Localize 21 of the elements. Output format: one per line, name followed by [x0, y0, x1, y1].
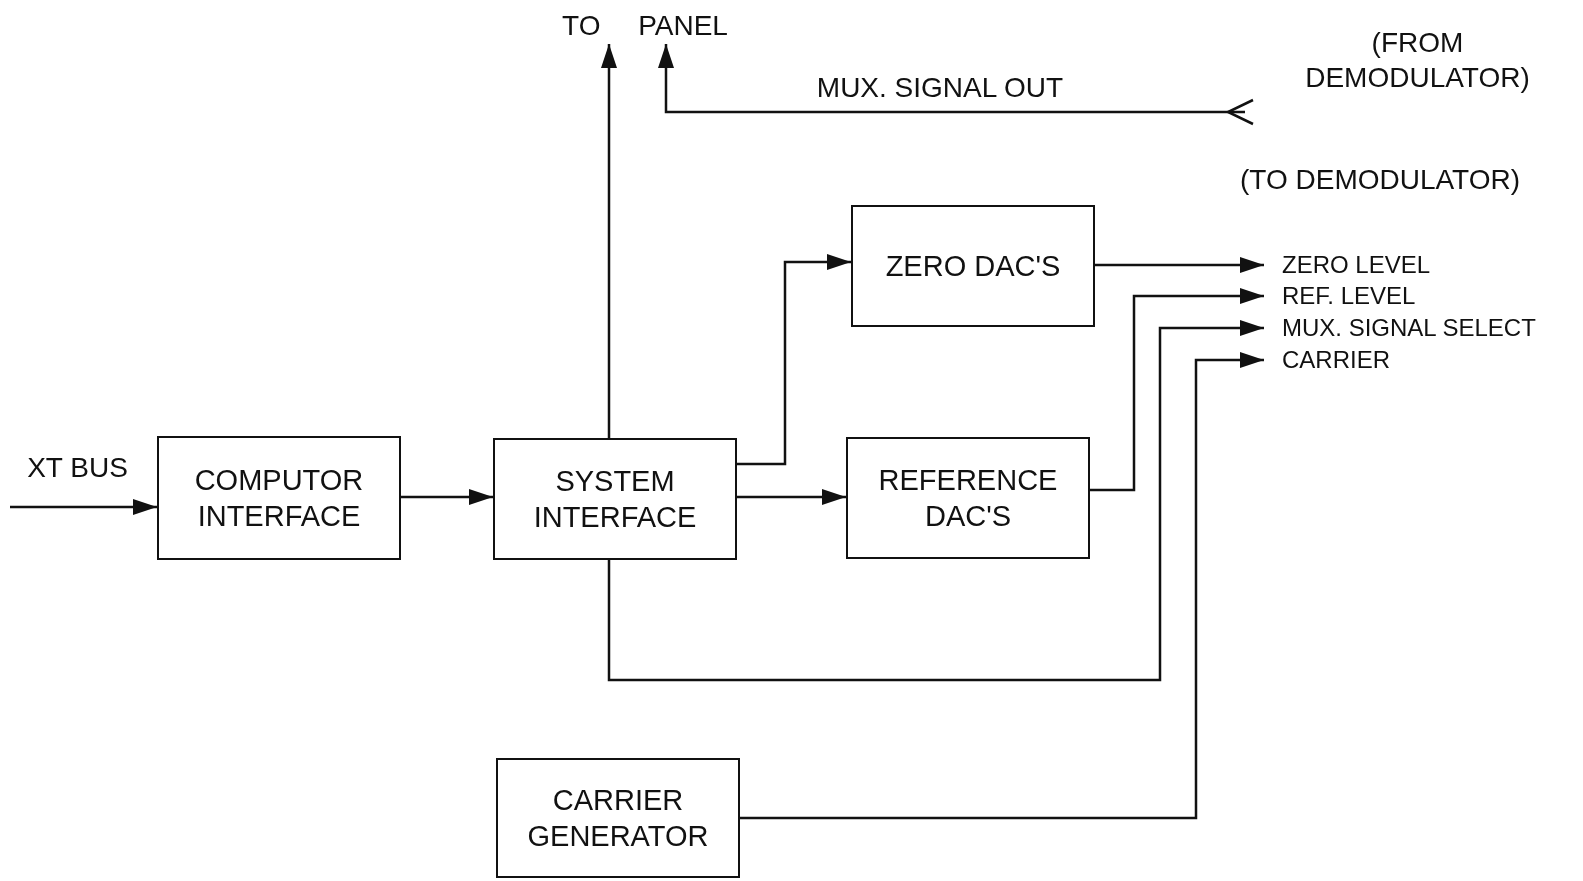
arrow — [1095, 257, 1264, 273]
arrow — [737, 489, 846, 505]
arrow — [601, 44, 617, 438]
arrow — [10, 499, 157, 515]
terminal-label: (FROM DEMODULATOR) — [1245, 25, 1560, 120]
process-box: CARRIER GENERATOR — [496, 758, 740, 878]
arrow — [607, 320, 1264, 682]
process-box: SYSTEM INTERFACE — [493, 438, 737, 560]
output-label: MUX. SIGNAL SELECT — [1264, 314, 1583, 342]
output-label: ZERO LEVEL — [1264, 250, 1583, 280]
arrow — [737, 254, 851, 466]
arrow — [1090, 288, 1264, 492]
process-box: ZERO DAC'S — [851, 205, 1095, 327]
process-box: COMPUTOR INTERFACE — [157, 436, 401, 560]
arrow — [401, 489, 493, 505]
output-label: CARRIER — [1264, 346, 1583, 374]
output-label: REF. LEVEL — [1264, 282, 1583, 310]
terminal-label: TO PANEL — [548, 6, 742, 44]
arrow — [740, 352, 1264, 820]
arrow — [658, 44, 1245, 114]
process-box: REFERENCE DAC'S — [846, 437, 1090, 559]
